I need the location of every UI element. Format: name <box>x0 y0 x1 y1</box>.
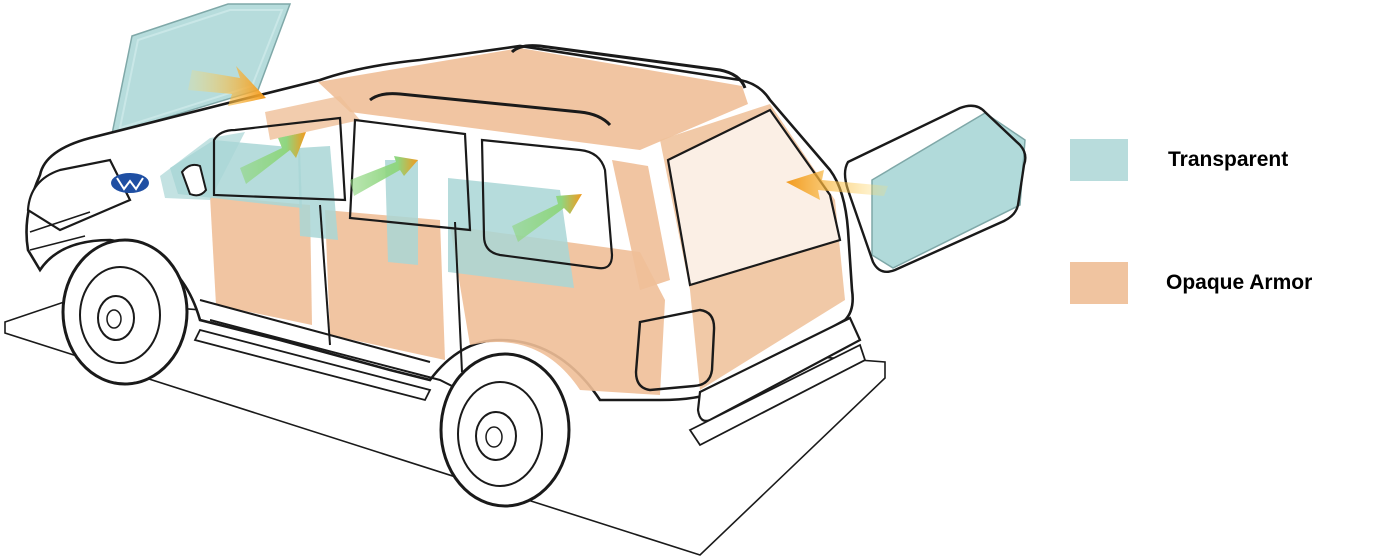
arrow-icon <box>240 132 306 184</box>
mid-window-2 <box>385 160 418 265</box>
legend-label-opaque-armor: Opaque Armor <box>1166 271 1313 294</box>
legend-swatch-transparent <box>1070 139 1128 181</box>
side-mirror <box>180 163 208 197</box>
arrow-icon <box>188 66 266 106</box>
pillar-armor <box>612 160 670 290</box>
legend-label-transparent: Transparent <box>1168 148 1289 171</box>
rear-wheel <box>439 352 571 508</box>
roof-armor <box>318 48 748 150</box>
rear-window-side <box>448 178 574 288</box>
rear-door-armor <box>325 210 445 360</box>
legend-item-transparent: Transparent <box>1070 139 1288 181</box>
hood-armor <box>265 96 360 140</box>
front-door-armor <box>210 196 312 325</box>
front-wheel <box>61 238 189 386</box>
arrow-icon <box>786 170 888 200</box>
arrow-icon <box>512 194 582 242</box>
legend-item-opaque-armor: Opaque Armor <box>1070 262 1312 304</box>
vehicle-badge-icon <box>111 173 149 193</box>
mid-window-1 <box>298 146 338 240</box>
arrow-icon <box>350 156 418 196</box>
windscreen-glass <box>160 132 245 200</box>
legend-swatch-opaque-armor <box>1070 262 1128 304</box>
tail-light <box>634 308 716 392</box>
